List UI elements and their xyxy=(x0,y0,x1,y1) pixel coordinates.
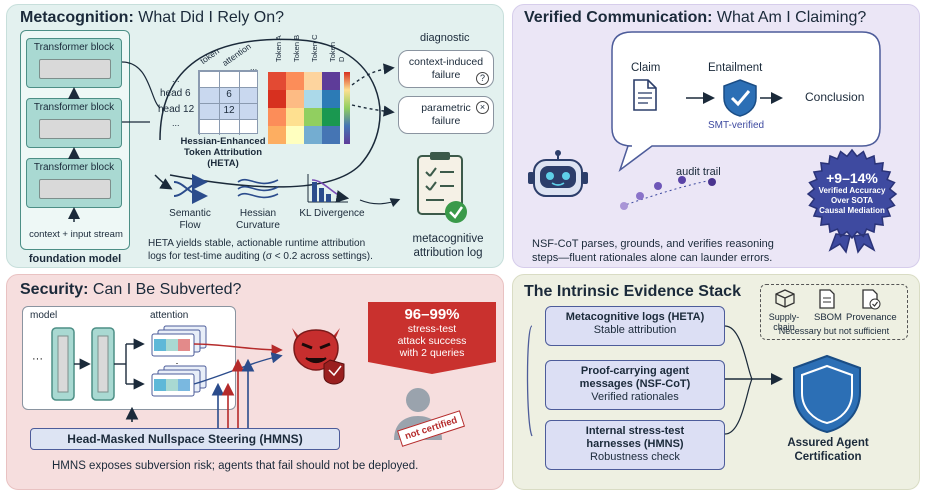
heatmap-colorbar xyxy=(344,72,350,144)
verified-shield-icon xyxy=(723,79,757,117)
security-caption: HMNS exposes subversion risk; agents tha… xyxy=(52,460,419,472)
conclusion-label: Conclusion xyxy=(805,90,865,104)
attention-label: attention xyxy=(150,310,189,321)
heatmap-cell xyxy=(304,126,322,144)
transformer-block-top: Transformer block xyxy=(26,38,122,88)
context-induced-failure-box: context-induced failure ? xyxy=(398,50,494,88)
devil-icon xyxy=(292,328,345,385)
attack-stat-text: 96–99% stress-test attack success with 2… xyxy=(397,306,467,359)
heatmap-cell xyxy=(304,90,322,108)
table-row-head-6: head 6 xyxy=(160,88,191,99)
table-value-6: 6 xyxy=(226,89,232,100)
hessian-curvature-icon xyxy=(237,178,279,199)
kl-divergence-icon xyxy=(307,174,350,203)
heatmap-cell xyxy=(268,90,286,108)
metacognitive-log-label: metacognitive attribution log xyxy=(412,233,484,259)
foundation-model-label: foundation model xyxy=(28,253,122,265)
provenance-label: Provenance xyxy=(846,312,897,323)
hmns-box: Head-Masked Nullspace Steering (HMNS) xyxy=(30,428,340,450)
stack-connectors xyxy=(526,325,783,437)
claim-label: Claim xyxy=(631,62,661,74)
stack-box-metacognitive-logs: Metacognitive logs (HETA) Stable attribu… xyxy=(545,306,725,346)
heatmap-cell xyxy=(322,108,340,126)
svg-text:···: ··· xyxy=(32,353,43,365)
necessary-label: Necessary but not sufficient xyxy=(778,326,890,336)
heatmap-cell xyxy=(268,126,286,144)
clipboard-check-icon xyxy=(417,152,467,223)
entailment-label: Entailment xyxy=(708,62,763,74)
verified-communication-title: Verified Communication: What Am I Claimi… xyxy=(524,9,867,26)
heatmap-cell xyxy=(304,72,322,90)
question-icon: ? xyxy=(476,72,489,85)
package-icon xyxy=(775,289,795,308)
table-value-12: 12 xyxy=(223,105,235,116)
stack-box-stress-test: Internal stress-test harnesses (HMNS) Ro… xyxy=(545,420,725,470)
smt-verified-label: SMT-verified xyxy=(708,120,765,131)
heatmap-cell xyxy=(322,72,340,90)
diagnostic-label: diagnostic xyxy=(420,32,470,44)
heatmap-cell xyxy=(322,90,340,108)
heta-label: Hessian-Enhanced Token Attribution (HETA… xyxy=(180,136,266,169)
heatmap-cell xyxy=(268,72,286,90)
verified-caption: NSF-CoT parses, grounds, and verifies re… xyxy=(532,238,774,264)
metacognition-caption: HETA yields stable, actionable runtime a… xyxy=(148,238,373,262)
document-icon xyxy=(633,79,657,111)
assured-certification-label: Assured Agent Certification xyxy=(787,437,869,463)
table-row-head-12: head 12 xyxy=(158,104,195,115)
input-stream-label: context + input stream xyxy=(29,229,123,240)
stack-box-proof-carrying: Proof-carrying agent messages (NSF-CoT) … xyxy=(545,360,725,410)
metacognition-title: Metacognition: What Did I Rely On? xyxy=(20,9,285,26)
attribution-heatmap xyxy=(268,72,340,144)
close-circle-icon: × xyxy=(476,101,489,114)
accuracy-badge xyxy=(806,148,898,254)
certification-shield-icon xyxy=(793,354,861,434)
heatmap-cell xyxy=(286,90,304,108)
heatmap-cell xyxy=(304,108,322,126)
evidence-stack-title: The Intrinsic Evidence Stack xyxy=(524,283,741,300)
provenance-check-icon xyxy=(862,289,881,310)
sbom-label: SBOM xyxy=(814,312,842,323)
heatmap-cell xyxy=(322,126,340,144)
audit-trail-label: audit trail xyxy=(676,166,721,178)
sbom-document-icon xyxy=(819,289,835,309)
heatmap-cell xyxy=(286,72,304,90)
table-row-ellipsis-top: ... xyxy=(172,74,180,84)
security-title: Security: Can I Be Subverted? xyxy=(20,281,242,298)
heatmap-cell xyxy=(286,108,304,126)
heatmap-token-labels: Token A Token B Token C Token D xyxy=(274,34,346,62)
model-label: model xyxy=(30,310,58,321)
heatmap-cell xyxy=(268,108,286,126)
parametric-failure-box: parametric failure × xyxy=(398,96,494,134)
robot-icon xyxy=(528,150,588,197)
supply-chain-label: Supply-chain xyxy=(768,312,800,332)
security-diagram: ··· ⋮ xyxy=(32,325,283,428)
attention-table: 6 12 xyxy=(198,70,258,135)
attack-stat-ribbon xyxy=(368,302,496,374)
supporting-evidence-box xyxy=(760,284,908,340)
heatmap-cell xyxy=(286,126,304,144)
kl-divergence-label: KL Divergence xyxy=(299,208,365,219)
table-col-more: ... xyxy=(250,62,258,72)
table-row-ellipsis-bottom: ... xyxy=(172,118,180,128)
badge-text: +9–14% Verified Accuracy Over SOTA Causa… xyxy=(818,170,886,215)
semantic-flow-icon xyxy=(173,174,208,204)
